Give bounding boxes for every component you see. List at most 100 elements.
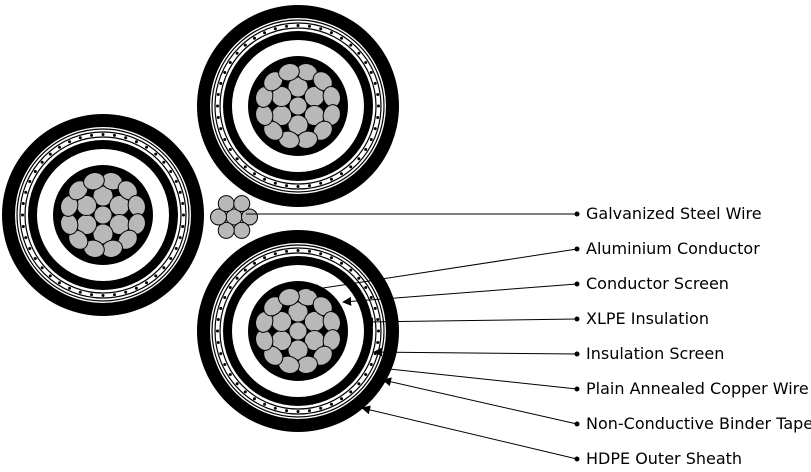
conductor-strand <box>92 223 114 245</box>
copper-wire <box>349 390 353 394</box>
copper-wire <box>364 285 368 289</box>
copper-wire <box>21 202 25 206</box>
steel-wire <box>233 195 251 213</box>
copper-wire <box>228 285 232 289</box>
aluminium-conductor <box>60 172 146 258</box>
binder-tape-line <box>211 244 385 418</box>
binder-tape-line <box>16 128 190 302</box>
copper-wire <box>376 318 380 322</box>
label-galvanized-steel-wire: Galvanized Steel Wire <box>586 204 762 223</box>
copper-wire <box>364 60 368 64</box>
copper-wire <box>24 190 28 194</box>
steel-wire <box>233 221 251 239</box>
copper-wire <box>169 169 173 173</box>
copper-wire <box>145 281 149 285</box>
copper-wire <box>329 177 333 181</box>
copper-wire <box>273 406 277 410</box>
copper-wire <box>228 148 232 152</box>
copper-wire <box>228 373 232 377</box>
copper-wire <box>223 71 227 75</box>
copper-wire <box>357 157 361 161</box>
copper-wire <box>340 397 344 401</box>
copper-wire <box>124 290 128 294</box>
copper-wire <box>223 137 227 141</box>
copper-wire <box>68 140 72 144</box>
copper-wire <box>28 180 32 184</box>
copper-wire <box>296 24 300 27</box>
copper-wire <box>40 266 44 270</box>
copper-wire <box>285 184 289 188</box>
copper-wire <box>228 60 232 64</box>
copper-wire <box>174 180 178 184</box>
copper-wire <box>319 27 323 31</box>
copper-wire <box>48 152 52 156</box>
copper-wire <box>57 145 61 149</box>
copper-wire <box>377 329 380 333</box>
core-bottom <box>197 230 399 432</box>
copper-wire <box>68 286 72 290</box>
copper-wire <box>252 36 256 40</box>
leader-xlpe-insulation <box>364 317 578 327</box>
copper-wire <box>252 397 256 401</box>
steel-wire <box>241 208 258 226</box>
copper-wire <box>154 152 158 156</box>
copper-wire <box>373 306 377 310</box>
copper-wire <box>178 190 182 194</box>
conductor-strand <box>92 185 114 207</box>
label-plain-annealed-copper-wire: Plain Annealed Copper Wire <box>586 379 809 398</box>
copper-wire <box>285 249 289 253</box>
copper-wire <box>243 268 247 272</box>
copper-wire <box>101 133 105 136</box>
copper-wire <box>33 257 37 261</box>
copper-wire <box>235 382 239 386</box>
copper-wire-inner-line <box>219 252 377 410</box>
conductor-strand <box>287 114 309 136</box>
copper-wire <box>252 172 256 176</box>
copper-wire <box>48 274 52 278</box>
copper-wire <box>364 148 368 152</box>
leader-aluminium-conductor <box>309 248 578 294</box>
copper-wire <box>263 256 267 260</box>
binder-tape-line <box>211 19 385 193</box>
copper-wire <box>21 213 24 217</box>
copper-wire <box>216 340 220 344</box>
copper-wire <box>285 409 289 413</box>
copper-wire <box>340 261 344 265</box>
aluminium-conductor <box>255 63 341 149</box>
copper-wire <box>162 160 166 164</box>
conductor-strand <box>278 288 300 307</box>
copper-wire <box>181 202 185 206</box>
copper-wire <box>219 81 223 85</box>
copper-wire-outer-line <box>214 22 382 190</box>
leader-aluminium-conductor-dot <box>574 246 580 252</box>
label-hdpe-outer-sheath: HDPE Outer Sheath <box>586 449 742 468</box>
copper-wire <box>134 286 138 290</box>
copper-wire <box>174 246 178 250</box>
leader-plain-annealed-copper-wire <box>379 364 578 390</box>
steel-wire <box>210 208 227 226</box>
leader-insulation-screen-dot <box>574 351 580 357</box>
copper-wire <box>154 274 158 278</box>
copper-wire <box>340 172 344 176</box>
core-left <box>2 114 204 316</box>
copper-wire <box>273 181 277 185</box>
conductor-strand <box>287 339 309 361</box>
copper-wire <box>273 27 277 31</box>
leader-conductor-screen-dot <box>574 281 580 287</box>
copper-wire <box>216 115 220 119</box>
label-conductor-screen: Conductor Screen <box>586 274 729 293</box>
copper-wire <box>340 36 344 40</box>
copper-wire <box>243 165 247 169</box>
copper-wire <box>369 137 373 141</box>
copper-wire <box>112 133 116 137</box>
copper-wire <box>307 184 311 188</box>
copper-wire <box>24 236 28 240</box>
copper-wire <box>216 93 220 97</box>
label-group: Galvanized Steel Wire Aluminium Conducto… <box>586 204 811 468</box>
copper-wire-inner-line <box>24 136 182 294</box>
conductor-strand <box>288 321 308 341</box>
copper-wire <box>216 329 219 333</box>
copper-wire <box>181 224 185 228</box>
copper-wire <box>235 276 239 280</box>
copper-wire <box>112 293 116 297</box>
